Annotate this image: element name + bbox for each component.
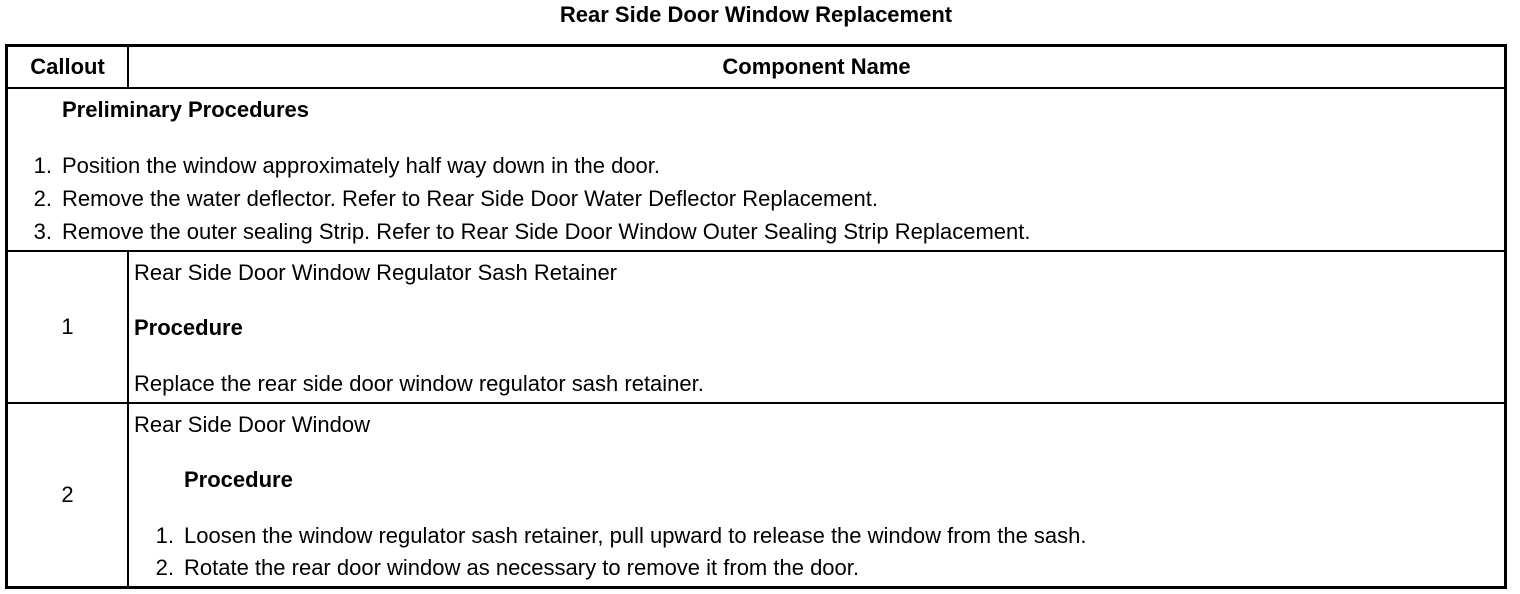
procedure-heading: Procedure [134,315,243,340]
callout-number: 1 [8,252,129,402]
procedure-step-text: Rotate the rear door window as necessary… [184,555,859,580]
component-name: Rear Side Door Window Regulator Sash Ret… [134,260,618,285]
header-callout: Callout [8,47,129,87]
preliminary-procedures-row: Preliminary Procedures 1. Position the w… [8,89,1504,252]
page-title: Rear Side Door Window Replacement [559,2,953,27]
table-header-row: Callout Component Name [8,47,1504,89]
preliminary-step-text: Remove the water deflector. Refer to Rea… [62,186,878,211]
procedure-step-number: 2. [155,555,174,580]
procedure-heading: Procedure [184,467,293,492]
component-cell: Rear Side Door Window Procedure 1. Loose… [129,404,1504,586]
preliminary-step-text: Remove the outer sealing Strip. Refer to… [62,219,1031,244]
table-row: 1 Rear Side Door Window Regulator Sash R… [8,252,1504,404]
component-name: Rear Side Door Window [134,412,370,437]
header-component-name: Component Name [722,54,911,79]
procedure-text: Replace the rear side door window regula… [134,371,704,396]
preliminary-step-number: 1. [33,153,52,178]
preliminary-step-number: 2. [33,186,52,211]
preliminary-heading: Preliminary Procedures [62,97,310,122]
procedure-step-text: Loosen the window regulator sash retaine… [184,523,1087,548]
preliminary-step-number: 3. [33,219,52,244]
preliminary-step-text: Position the window approximately half w… [62,153,661,178]
component-cell: Rear Side Door Window Regulator Sash Ret… [129,252,1504,402]
procedure-step-number: 1. [155,523,174,548]
procedure-table: Callout Component Name Preliminary Proce… [5,44,1507,589]
callout-number: 2 [8,404,129,586]
table-row: 2 Rear Side Door Window Procedure 1. Loo… [8,404,1504,586]
